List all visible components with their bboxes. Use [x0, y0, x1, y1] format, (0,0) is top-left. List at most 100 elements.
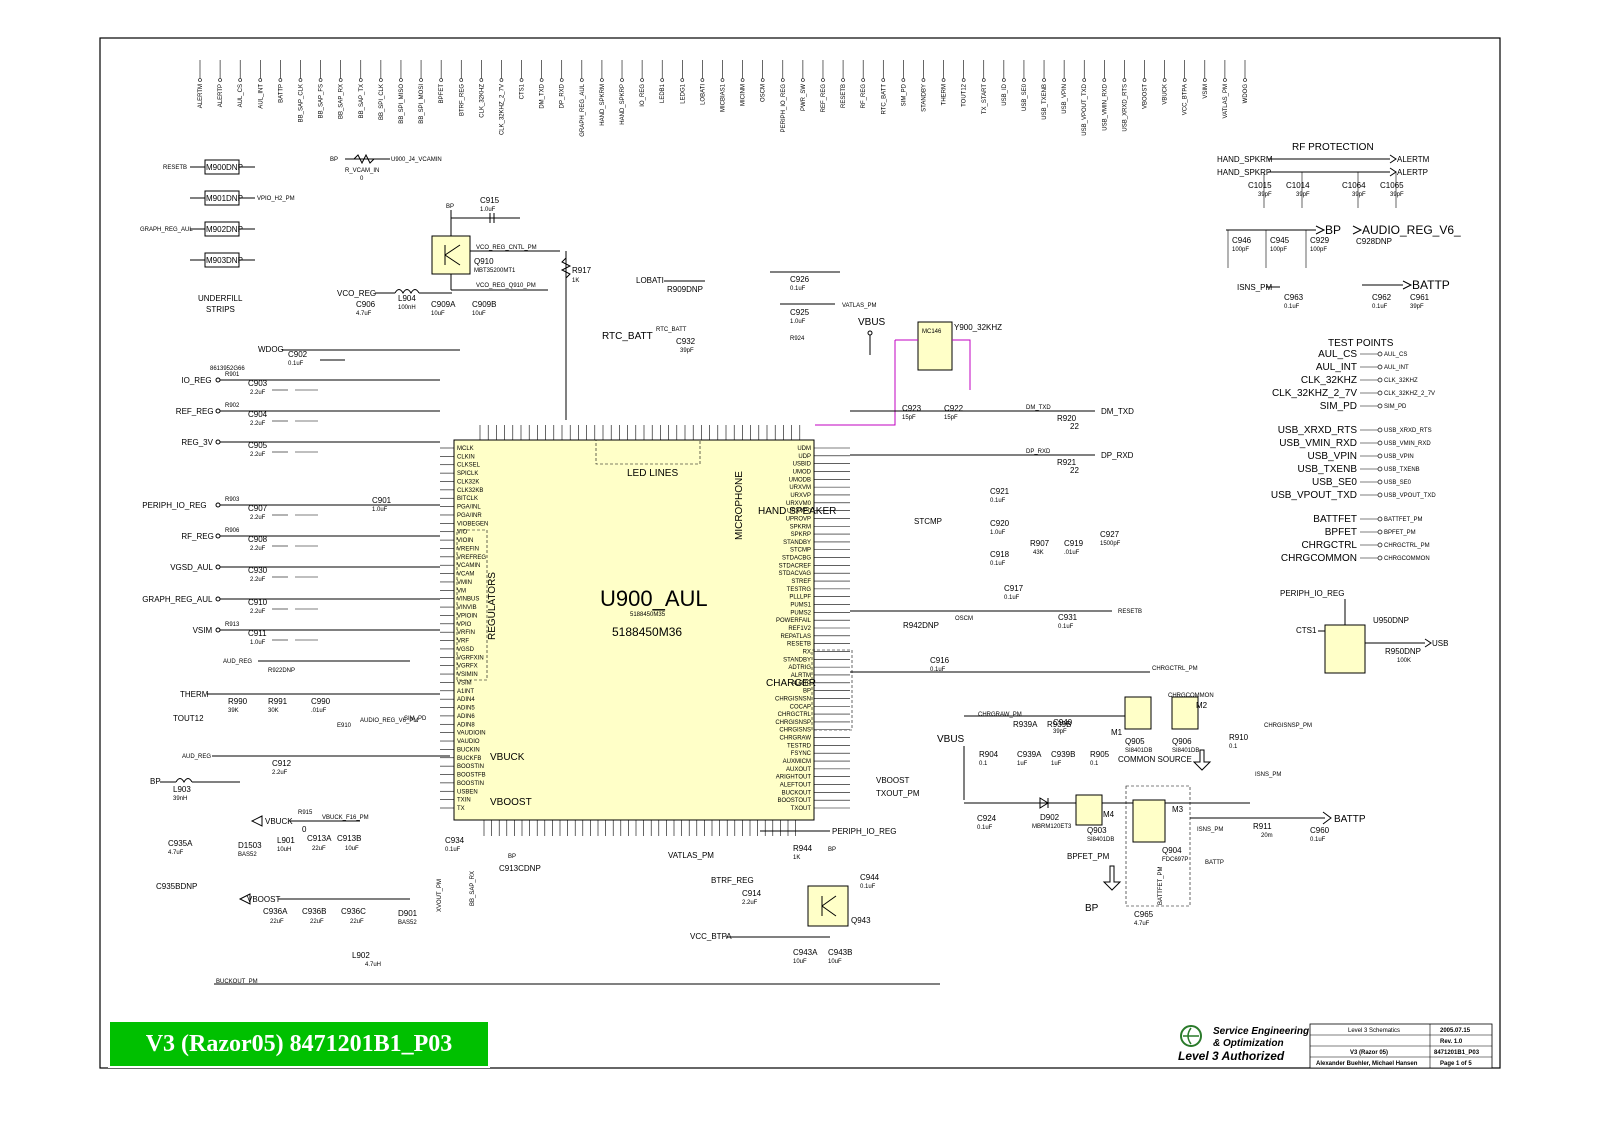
c916-ref: C916 [930, 656, 950, 665]
top-net-label: BPFET [439, 84, 445, 104]
l901-ref: L901 [277, 836, 295, 845]
c943a-val: 10uF [793, 959, 807, 965]
test-point-label: AUL_INT [1316, 362, 1357, 373]
u900-right-pin: AUXMICM [783, 759, 811, 765]
left-reg-dot [215, 564, 221, 570]
vbus-label: VBUS [858, 317, 886, 328]
vco-q910-net: VCO_REG_Q910_PM [476, 283, 536, 289]
top-net-dot [1102, 78, 1107, 82]
dm-txd-net: DM_TXD [1026, 405, 1051, 411]
top-net-dot [941, 78, 946, 82]
u900-left-pin: VREFREG [457, 555, 486, 561]
c924-ref: C924 [977, 814, 997, 823]
top-net-dot [1082, 78, 1087, 82]
y900-ref: Y900_32KHZ [954, 323, 1002, 332]
top-net-label: THERM [942, 84, 948, 105]
top-net-label: BB_SAP_RX [339, 84, 345, 119]
l904-val: 100nH [398, 305, 416, 311]
test-point-label: BPFET [1325, 527, 1357, 538]
rf-battp: BATTP [1412, 278, 1450, 292]
tb-rev: Rev. 1.0 [1440, 1039, 1463, 1045]
top-net-label: BB_SAP_FS [319, 84, 325, 118]
top-net-label: BB_SPI_CLK [379, 84, 385, 120]
tb-title: Level 3 Schematics [1348, 1028, 1400, 1034]
battfet-net: BATTFET_PM [1158, 866, 1164, 905]
top-net-dot [419, 78, 423, 82]
test-point-label: CHRGCOMMON [1281, 553, 1357, 564]
d901-ref: D901 [398, 909, 418, 918]
m1-body [1124, 696, 1152, 730]
rf-hand-spkrp: HAND_SPKRP [1217, 168, 1271, 177]
test-point-pad [1377, 364, 1383, 370]
top-net-dot [580, 78, 584, 82]
top-net-dot [620, 78, 624, 82]
bp-q943: BP [828, 847, 836, 853]
d1503-ref: D1503 [238, 841, 262, 850]
dnp-m902: M902DNP [206, 225, 243, 234]
buckout-net: BUCKOUT_PM [216, 979, 258, 985]
top-net-label: IO_REG [640, 84, 646, 107]
top-net-dot [1223, 78, 1227, 82]
r910-val: 0.1 [1229, 744, 1238, 750]
left-reg-dot [215, 439, 221, 445]
u900-left-pin: VGRFX [457, 664, 478, 670]
left-reg-cap-ref: C903 [248, 379, 268, 388]
c928-ref: C928DNP [1356, 237, 1392, 246]
u900-right-pin: RESETB [787, 642, 811, 648]
battp-label: BATTP [1334, 814, 1366, 825]
top-net-label: AUL_INT [258, 84, 264, 109]
c944-val: 0.1uF [860, 884, 876, 890]
vco-cntl-net: VCO_REG_CNTL_PM [476, 245, 537, 251]
dnp-net-reset: RESETB [163, 165, 187, 171]
top-net-label: CLK_32KHZ_2_7V [499, 84, 505, 135]
u900-left-pin: VCAM [457, 572, 474, 578]
top-net-dot [298, 78, 303, 82]
c926-ref: C926 [790, 275, 810, 284]
left-reg-net: GRAPH_REG_AUL [142, 595, 213, 604]
test-point-pad [1377, 555, 1383, 561]
top-net-label: USB_SE0 [1022, 83, 1028, 111]
underfill-label-2: STRIPS [206, 305, 235, 314]
vco-section: BP U900_J4_VCAMIN R_VCAM_IN 0 Q910 MBT35… [330, 153, 592, 420]
test-point-label: USB_SE0 [1312, 477, 1357, 488]
r922-ref: R922DNP [268, 668, 295, 674]
rf-cap-val: 39pF [1390, 192, 1404, 198]
r904-ref: R904 [979, 750, 999, 759]
top-net-dot [1203, 78, 1207, 82]
c918-val: 0.1uF [990, 561, 1006, 567]
l901-val: 10uH [277, 847, 291, 853]
rf-cap2-ref: C929 [1310, 236, 1330, 245]
u900-right-pin: ARIGHTOUT [776, 775, 812, 781]
bp-l903: BP [150, 777, 161, 786]
q905-ref: Q905 [1125, 737, 1145, 746]
top-net-dot [379, 78, 383, 82]
test-point-pad [1377, 542, 1383, 548]
top-net-dot [459, 78, 464, 82]
top-net-label: MICBIAS1 [721, 83, 727, 112]
dnp-block-m903: M903DNP [190, 252, 255, 268]
chrgcommon-net: CHRGCOMMON [1168, 693, 1214, 699]
r991-val: 30K [268, 708, 279, 714]
common-source-label: COMMON SOURCE [1118, 755, 1192, 764]
u900-left-pins: MCLKCLKINCLKSELSPICLKCLK32KCLK32KBBITCLK… [440, 446, 488, 812]
u900-left-pin: VRFIN [457, 630, 475, 636]
top-net-dot [358, 78, 363, 82]
m1-ref: M1 [1111, 728, 1123, 737]
top-net-dot [1042, 78, 1046, 82]
top-net-label: LEDB1 [660, 83, 666, 103]
left-reg-cap-val: 2.2uF [250, 452, 266, 458]
battp-small: BATTP [1205, 860, 1224, 866]
title-block: Service Engineering & Optimization Level… [1178, 1023, 1493, 1069]
c915-ref: C915 [480, 196, 500, 205]
c963-ref: C963 [1284, 293, 1304, 302]
left-reg-net: VGSD_AUL [170, 563, 213, 572]
rf-cap-ref: C1015 [1248, 181, 1272, 190]
u900-right-pin: TXOUT [791, 806, 812, 812]
u900-left-pin: TX [457, 806, 465, 812]
test-point-pad [1377, 403, 1383, 409]
top-net-dot [660, 78, 665, 82]
btrf-reg-label: BTRF_REG [711, 876, 754, 885]
rtc-batt-label: RTC_BATT [602, 331, 653, 342]
u900-left-pin: VINVIB [457, 605, 477, 611]
u900-right-pin: CHRGISNSP [775, 720, 811, 726]
